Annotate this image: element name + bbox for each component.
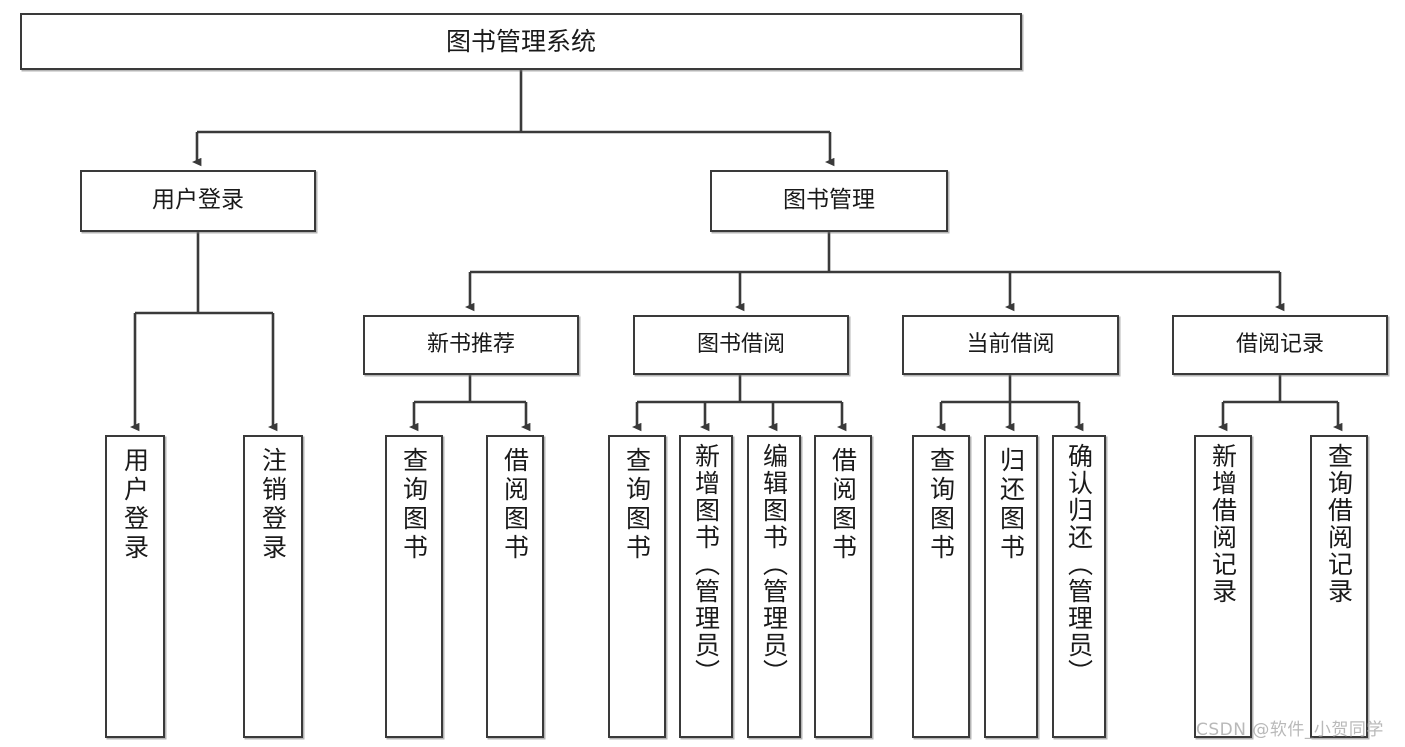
node-borrow-record[interactable]: 借阅记录: [1172, 315, 1388, 375]
leaf-query-book-borrow[interactable]: 查询图书: [608, 435, 666, 738]
node-user-login[interactable]: 用户登录: [80, 170, 316, 232]
leaf-user-login-label: 用户登录: [120, 447, 150, 563]
leaf-edit-book-admin-label: 编辑图书（管理员）: [759, 443, 789, 686]
leaf-return-book-label: 归还图书: [996, 447, 1026, 563]
leaf-borrow-book-recommendation[interactable]: 借阅图书: [486, 435, 544, 738]
leaf-return-book[interactable]: 归还图书: [984, 435, 1038, 738]
leaf-add-borrow-record-label: 新增借阅记录: [1208, 443, 1238, 605]
leaf-user-login[interactable]: 用户登录: [105, 435, 165, 738]
csdn-watermark: CSDN @软件_小贺同学: [1196, 720, 1384, 740]
leaf-borrow-book-recommendation-label: 借阅图书: [500, 447, 530, 563]
leaf-query-book-current[interactable]: 查询图书: [912, 435, 970, 738]
node-book-management[interactable]: 图书管理: [710, 170, 948, 232]
node-book-management-label: 图书管理: [783, 187, 875, 214]
leaf-query-book-recommendation-label: 查询图书: [399, 447, 429, 563]
leaf-user-logout[interactable]: 注销登录: [243, 435, 303, 738]
node-borrow-record-label: 借阅记录: [1235, 332, 1324, 358]
leaf-confirm-return-admin-label: 确认归还（管理员）: [1064, 443, 1094, 686]
node-user-login-label: 用户登录: [152, 187, 244, 214]
node-current-borrow-label: 当前借阅: [966, 332, 1055, 358]
leaf-borrow-book-borrow-label: 借阅图书: [828, 447, 858, 563]
leaf-borrow-book-borrow[interactable]: 借阅图书: [814, 435, 872, 738]
leaf-add-borrow-record[interactable]: 新增借阅记录: [1194, 435, 1252, 738]
leaf-query-book-borrow-label: 查询图书: [622, 447, 652, 563]
node-current-borrow[interactable]: 当前借阅: [902, 315, 1119, 375]
leaf-edit-book-admin[interactable]: 编辑图书（管理员）: [747, 435, 801, 738]
leaf-query-book-current-label: 查询图书: [926, 447, 956, 563]
leaf-add-book-admin-label: 新增图书（管理员）: [691, 443, 721, 686]
leaf-user-logout-label: 注销登录: [258, 447, 288, 563]
node-book-borrow[interactable]: 图书借阅: [633, 315, 849, 375]
node-root-system[interactable]: 图书管理系统: [20, 13, 1022, 70]
node-new-book-recommendation[interactable]: 新书推荐: [363, 315, 579, 375]
node-new-book-recommendation-label: 新书推荐: [426, 332, 515, 358]
node-book-borrow-label: 图书借阅: [696, 332, 785, 358]
leaf-query-borrow-record[interactable]: 查询借阅记录: [1310, 435, 1368, 738]
leaf-add-book-admin[interactable]: 新增图书（管理员）: [679, 435, 733, 738]
leaf-query-borrow-record-label: 查询借阅记录: [1324, 443, 1354, 605]
leaf-query-book-recommendation[interactable]: 查询图书: [385, 435, 443, 738]
leaf-confirm-return-admin[interactable]: 确认归还（管理员）: [1052, 435, 1106, 738]
node-root-label: 图书管理系统: [445, 26, 596, 56]
